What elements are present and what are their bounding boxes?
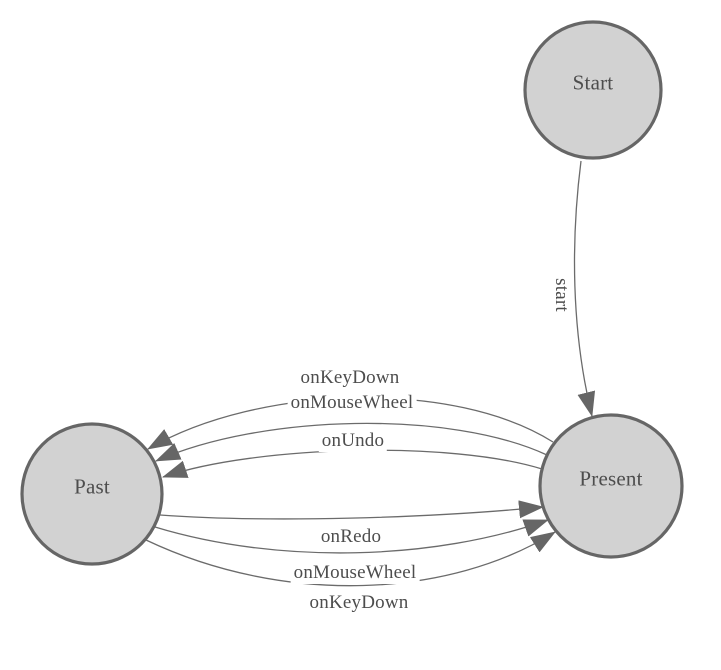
- state-node-past: [20, 422, 164, 566]
- edge-layer: [145, 160, 596, 587]
- transition-edge-present-to-past-onmousewheel: [155, 422, 548, 462]
- transition-edge-past-to-present-onmousewheel: [154, 519, 549, 554]
- node-layer: [20, 20, 684, 566]
- transition-edge-start-to-present-start: [573, 160, 596, 417]
- state-node-start: [523, 20, 663, 160]
- transition-edge-past-to-present-onredo: [159, 500, 544, 520]
- transition-edge-past-to-present-onkeydown: [145, 531, 556, 587]
- transition-edge-present-to-past-onundo: [162, 449, 543, 478]
- state-node-present: [538, 413, 684, 559]
